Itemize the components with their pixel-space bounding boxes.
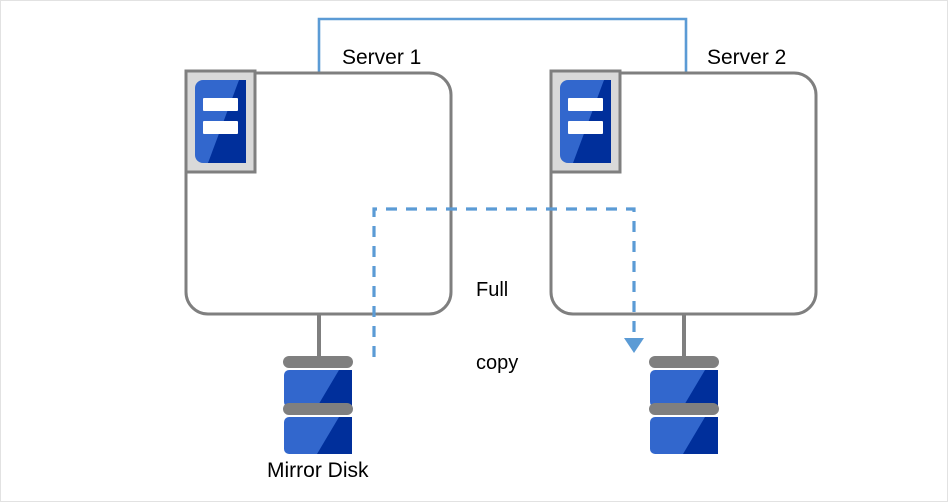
- server-icon-bar-2: [568, 121, 603, 134]
- interconnect-path: [317, 17, 688, 73]
- server-icon: [549, 69, 622, 174]
- server-icon-bar-1: [203, 98, 238, 111]
- connector-interconnect: [317, 17, 688, 73]
- server-icon-bar-1: [568, 98, 603, 111]
- disk-body-2-shade: [683, 417, 718, 454]
- full-copy-label-line2: copy: [476, 351, 519, 374]
- disk-stack-icon: [283, 356, 353, 454]
- disk-platter-mid-1: [649, 403, 719, 415]
- mirror-disk-label: Mirror Disk: [267, 459, 369, 482]
- server1-label: Server 1: [342, 46, 422, 69]
- connector-full-copy: [372, 207, 644, 357]
- server-icon-bar-2: [203, 121, 238, 134]
- disk-body-1-shade: [317, 370, 352, 407]
- disk-body-2-shade: [317, 417, 352, 454]
- disk-stack-icon: [649, 356, 719, 454]
- full-copy-label-line1: Full: [476, 278, 509, 301]
- down-arrow-icon: [624, 338, 644, 353]
- disk-platter-top-1: [283, 356, 353, 368]
- server-icon: [184, 69, 257, 174]
- disk-platter-mid-1: [283, 403, 353, 415]
- disk-body-1-shade: [683, 370, 718, 407]
- disk-platter-top-1: [649, 356, 719, 368]
- full-copy-label: Full copy: [476, 229, 518, 424]
- server2-label: Server 2: [707, 46, 787, 69]
